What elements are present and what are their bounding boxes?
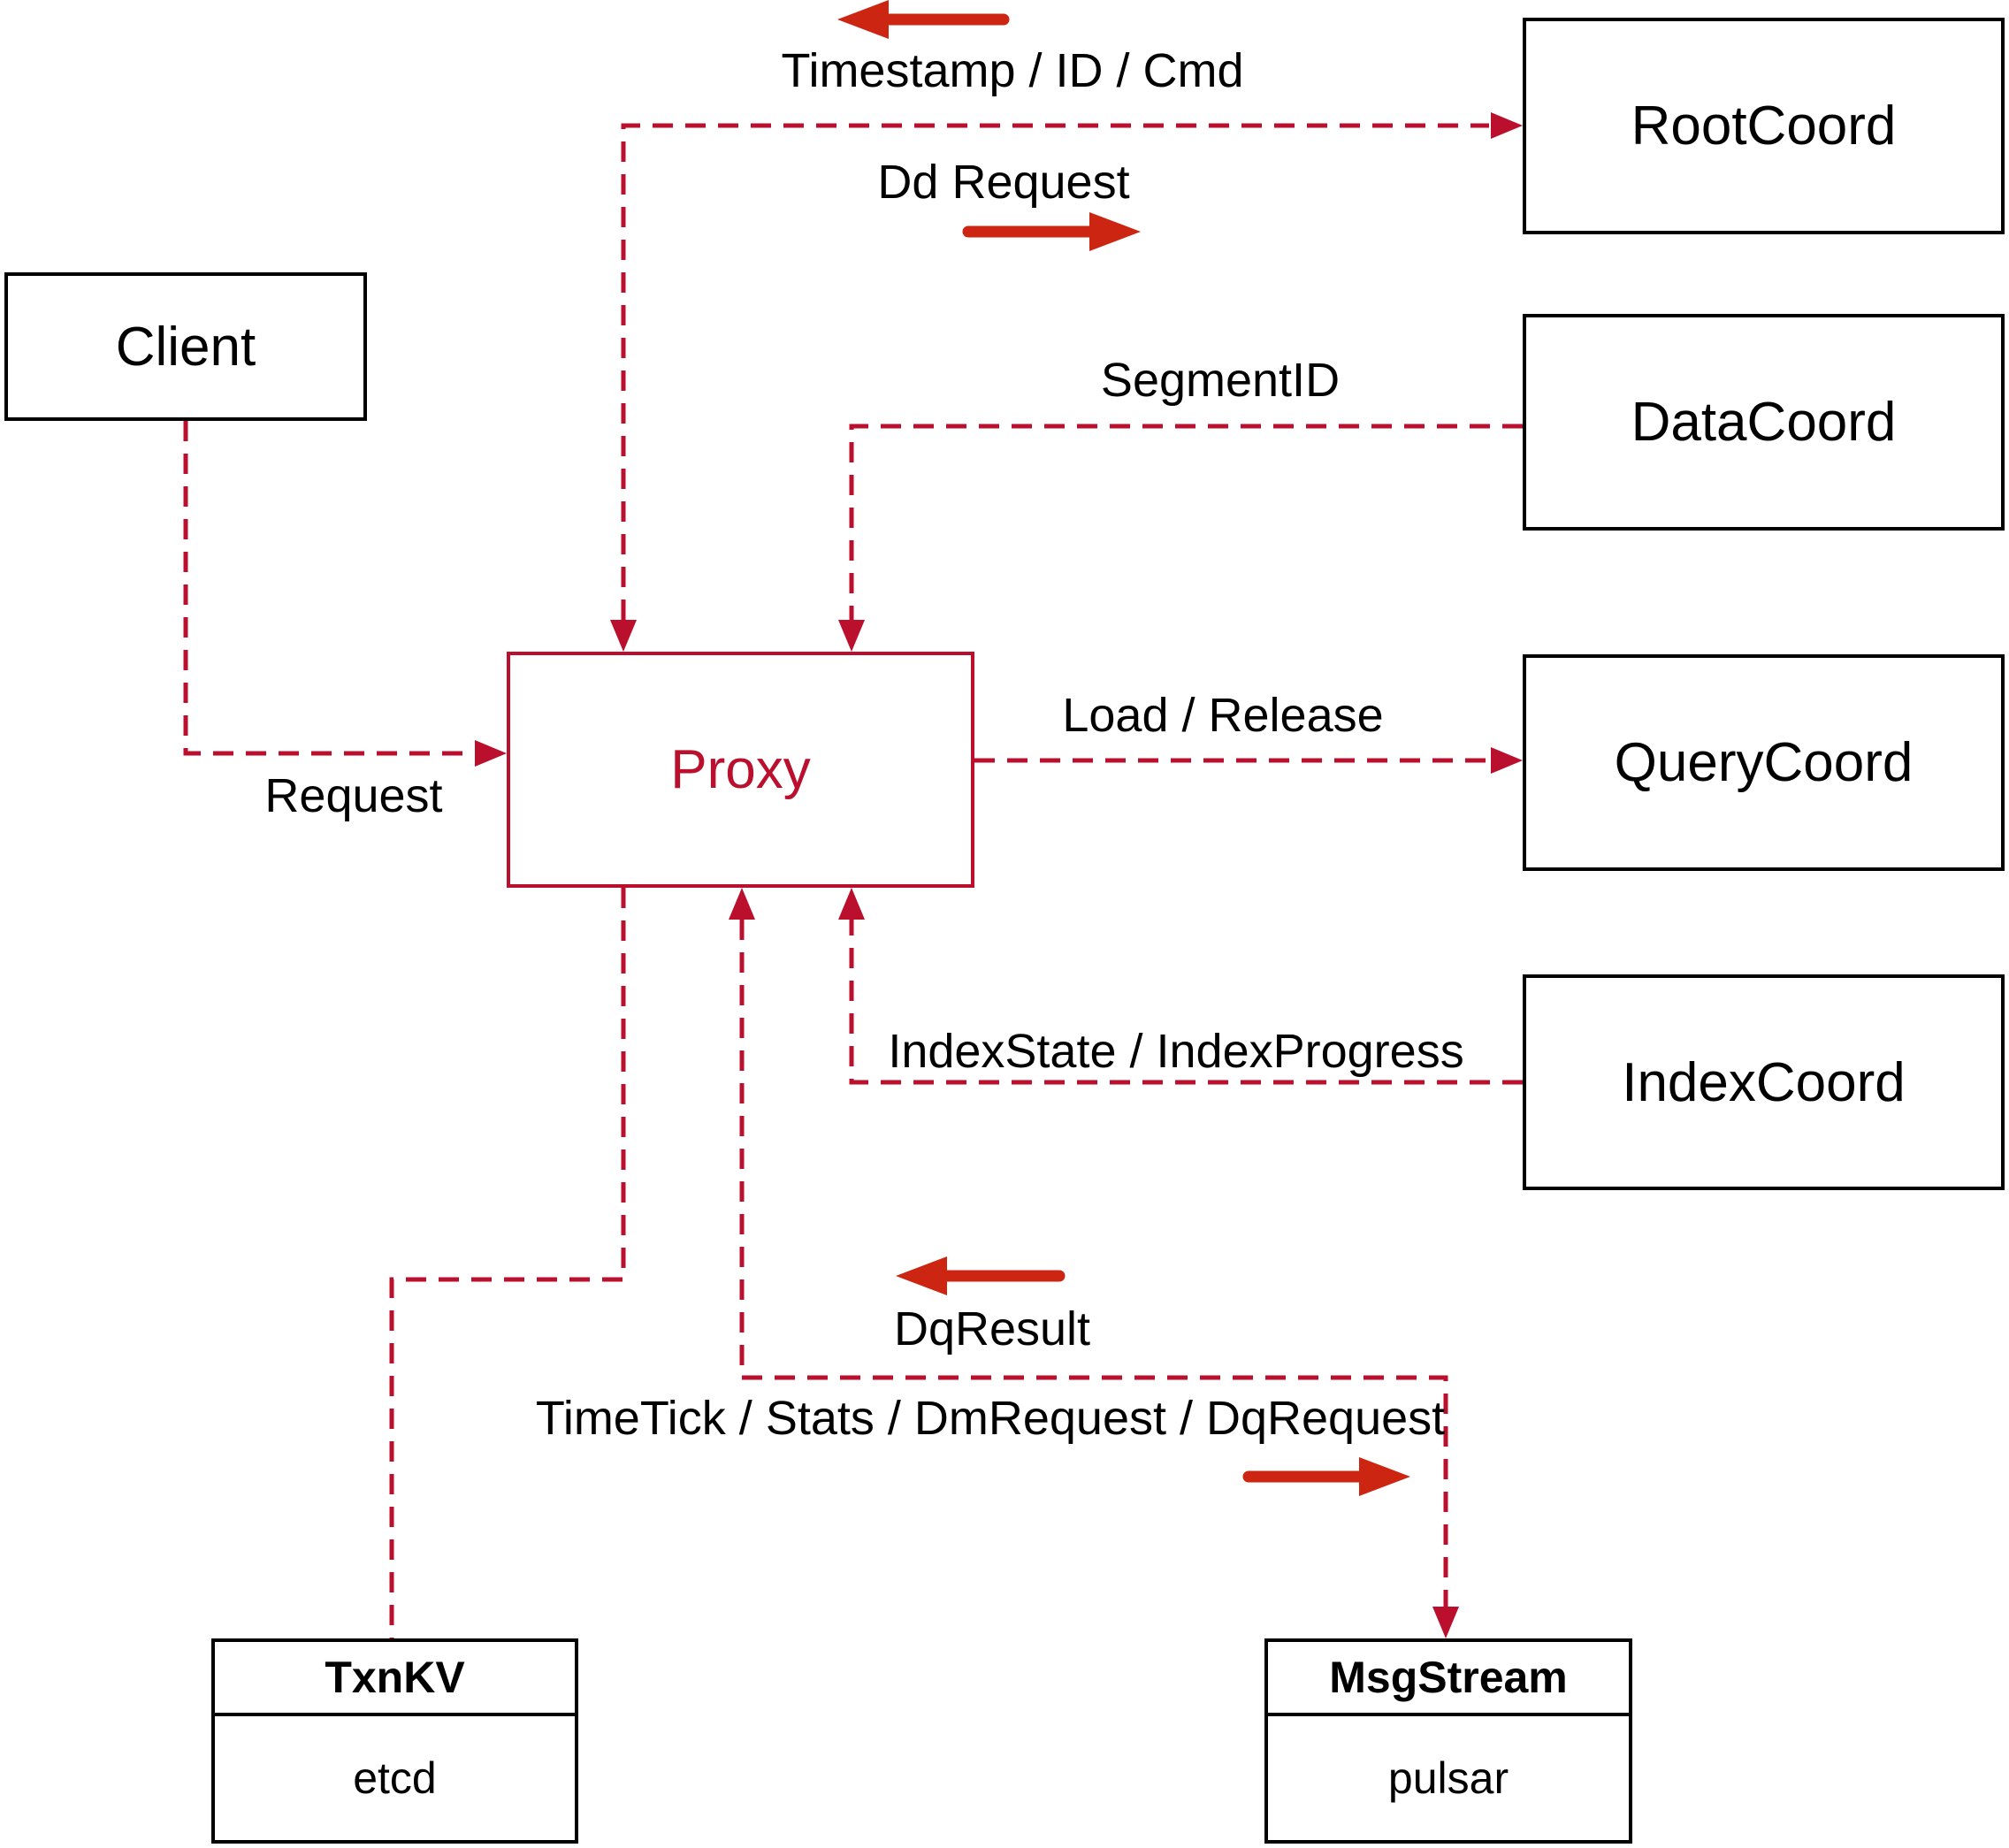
arrowhead-into-proxy-left	[475, 740, 507, 767]
arrow-left-icon	[837, 0, 1010, 39]
arrowhead-into-proxy-top-left	[610, 620, 637, 652]
arrow-left-bottom-icon	[896, 1256, 1066, 1295]
node-datacoord: DataCoord	[1523, 314, 2005, 531]
arrowhead-into-msgstream	[1432, 1607, 1459, 1638]
edge-indexcoord-proxy	[849, 920, 1523, 1085]
edge-label-dqresult: DqResult	[893, 1302, 1091, 1355]
arrow-right-bottom-icon	[1242, 1457, 1410, 1496]
node-proxy-label: Proxy	[670, 739, 811, 800]
edge-client-proxy	[183, 421, 473, 756]
arrowhead-into-querycoord	[1491, 747, 1523, 774]
node-msgstream-impl: pulsar	[1387, 1753, 1509, 1803]
edge-label-indexstate-indexprogress: IndexState / IndexProgress	[888, 1025, 1464, 1078]
node-txnkv: TxnKV etcd	[211, 1638, 578, 1844]
arrow-right-head	[1089, 212, 1141, 251]
node-querycoord-label: QueryCoord	[1614, 732, 1914, 793]
edge-proxy-msgstream	[739, 920, 1448, 1607]
edge-label-dd-request: Dd Request	[877, 156, 1130, 209]
edge-label-load-release: Load / Release	[1062, 689, 1384, 742]
edge-label-timetick-stats: TimeTick / Stats / DmRequest / DqRequest	[535, 1392, 1446, 1445]
edge-label-timestamp-id-cmd: Timestamp / ID / Cmd	[781, 44, 1244, 97]
node-client: Client	[4, 272, 367, 421]
edge-label-request: Request	[264, 769, 443, 822]
arrowhead-into-proxy-top-right	[838, 620, 865, 652]
arrow-right-bottom-head	[1359, 1457, 1410, 1496]
node-proxy: Proxy	[507, 652, 974, 888]
arrow-right-icon	[962, 212, 1141, 251]
node-rootcoord-label: RootCoord	[1631, 95, 1897, 157]
node-msgstream-title: MsgStream	[1268, 1642, 1629, 1716]
node-indexcoord-label: IndexCoord	[1622, 1051, 1906, 1113]
edge-label-segmentid: SegmentID	[1100, 354, 1341, 407]
arrow-left-head	[837, 0, 889, 39]
arrow-left-bottom-head	[896, 1256, 947, 1295]
edge-proxy-rootcoord	[621, 123, 1489, 620]
node-indexcoord: IndexCoord	[1523, 974, 2005, 1190]
edge-proxy-txnkv	[389, 888, 626, 1638]
node-msgstream: MsgStream pulsar	[1264, 1638, 1632, 1844]
node-txnkv-title: TxnKV	[215, 1642, 575, 1716]
arrowhead-into-proxy-bottom-left	[729, 888, 755, 920]
node-txnkv-impl: etcd	[353, 1753, 437, 1803]
node-client-label: Client	[115, 316, 256, 378]
edge-datacoord-proxy	[849, 424, 1523, 620]
arrowhead-into-proxy-bottom-right	[838, 888, 865, 920]
node-datacoord-label: DataCoord	[1631, 392, 1897, 453]
arrowhead-into-rootcoord	[1491, 112, 1523, 139]
node-rootcoord: RootCoord	[1523, 18, 2005, 234]
node-querycoord: QueryCoord	[1523, 654, 2005, 871]
